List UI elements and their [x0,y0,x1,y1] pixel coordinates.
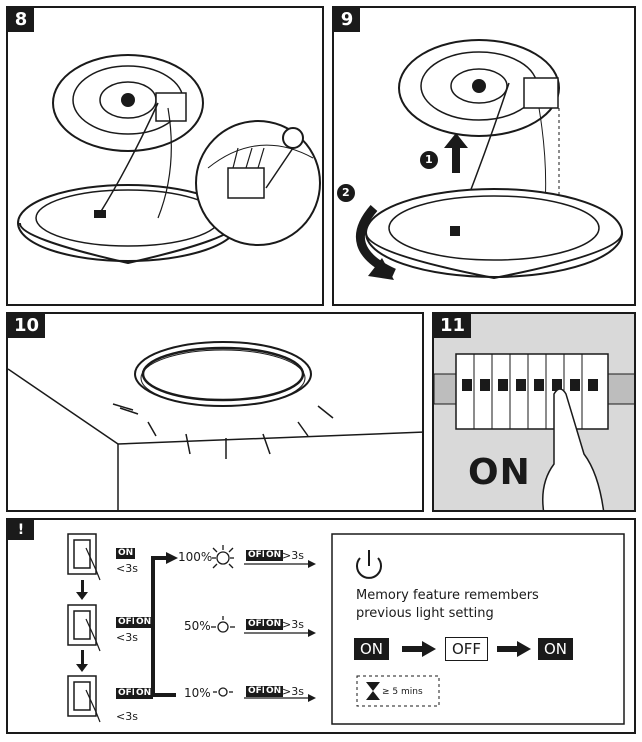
panel-step-8: 8 [6,6,324,306]
hourglass-icon [366,682,380,700]
step-number: 9 [334,8,360,32]
notice-icon: ! [8,520,34,540]
circuit-breaker-illustration [434,353,634,510]
on-label: ON [468,452,531,493]
level-50-percent: 50% [184,619,211,633]
step-2-label: 2 [342,186,350,199]
level-100-hold: >3s [282,549,304,562]
switch-2-tag-off: OFF [116,617,140,628]
panel-step-9: 9 1 2 [332,6,636,306]
level-10-hold: >3s [282,685,304,698]
panel-step-10: 10 [6,312,424,512]
memory-line-2: previous light setting [356,606,494,621]
switch-sequence-illustration [67,533,625,725]
switch-1-time: <3s [116,562,138,575]
step-number: 8 [8,8,34,32]
level-50-hold: >3s [282,618,304,631]
step-1-label: 1 [425,153,433,166]
switch-3-time: <3s [116,710,138,723]
ceiling-light-wiring-illustration [17,54,321,265]
sequence-on-1: ON [354,638,390,660]
switch-2-tag-on: ON [134,617,154,628]
switch-3-tag-off: OFF [116,688,140,699]
level-50-tag-on: ON [264,619,284,630]
level-50-tag-off: OFF [246,619,270,630]
wait-time-label: ≥ 5 mins [382,687,423,697]
installed-light-illustration [8,341,422,510]
step-number: 10 [8,314,46,338]
switch-1-tag-on: ON [116,548,136,559]
memory-line-1: Memory feature remembers [356,588,539,603]
switch-3-tag-on: ON [134,688,154,699]
sequence-on-2: ON [538,638,574,660]
level-100-percent: 100% [178,550,213,564]
twist-lock-illustration [337,39,623,280]
level-10-tag-off: OFF [246,686,270,697]
panel-step-11: 11 ON [432,312,636,512]
level-10-tag-on: ON [264,686,284,697]
level-100-tag-off: OFF [246,550,270,561]
panel-memory-feature: ! [6,518,636,734]
sequence-off: OFF [445,637,489,661]
level-100-tag-on: ON [264,550,284,561]
level-10-percent: 10% [184,686,211,700]
step-number: 11 [434,314,472,338]
switch-2-time: <3s [116,631,138,644]
